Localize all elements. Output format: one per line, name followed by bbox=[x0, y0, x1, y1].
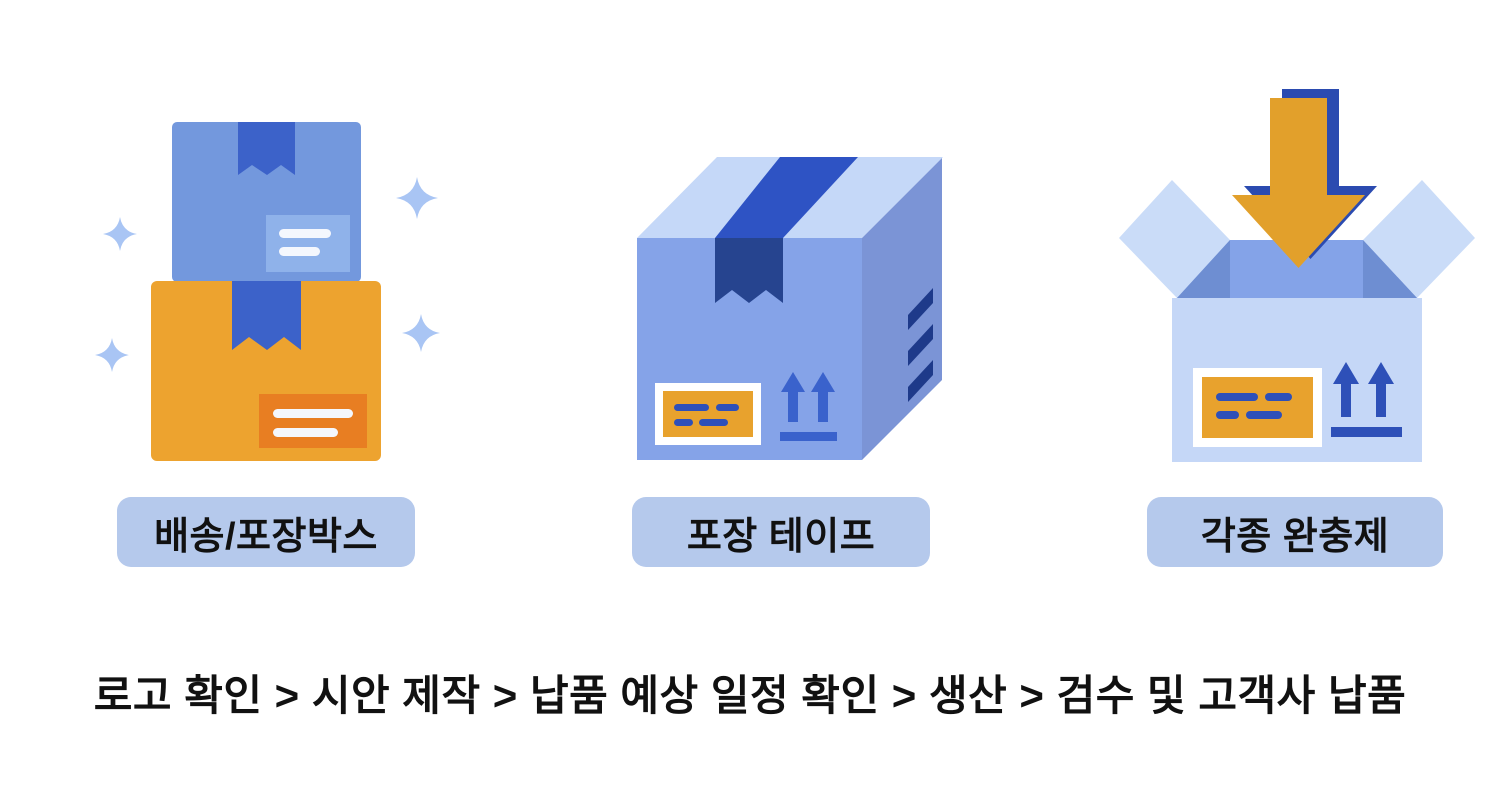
up-arrow-shaft bbox=[1376, 383, 1386, 417]
shipping-label bbox=[259, 394, 367, 448]
up-arrow bbox=[781, 372, 805, 392]
vent-dash bbox=[908, 324, 933, 366]
up-arrow bbox=[1333, 362, 1359, 384]
box-ribbon bbox=[238, 122, 295, 175]
sparkle-icon bbox=[95, 338, 129, 372]
side-vent-marks bbox=[908, 288, 933, 402]
up-arrow bbox=[811, 372, 835, 392]
address-sticker bbox=[1193, 368, 1322, 447]
pill-label: 배송/포장박스 bbox=[154, 515, 378, 558]
tape-front bbox=[715, 238, 783, 303]
left-flap bbox=[1119, 180, 1230, 298]
up-arrow-baseline bbox=[1331, 427, 1402, 437]
shipping-label bbox=[266, 215, 350, 272]
category-pill-packing-tape: 포장 테이프 bbox=[632, 497, 930, 567]
sticker-line bbox=[1265, 393, 1292, 401]
vent-dash bbox=[908, 288, 933, 330]
sticker-line bbox=[699, 419, 728, 426]
process-flow-text: 로고 확인 > 시안 제작 > 납품 예상 일정 확인 > 생산 > 검수 및 … bbox=[93, 672, 1407, 719]
box-inner-left bbox=[1177, 240, 1230, 298]
pill-label: 각종 완충제 bbox=[1200, 515, 1390, 558]
sticker-body bbox=[1202, 377, 1313, 438]
pill-label: 포장 테이프 bbox=[686, 515, 876, 558]
sticker-line bbox=[1216, 411, 1239, 419]
label-line bbox=[279, 247, 320, 256]
up-arrow-baseline bbox=[780, 432, 837, 441]
box-ribbon bbox=[232, 281, 301, 350]
box-inner-back bbox=[1177, 240, 1417, 298]
stacked-boxes-icon bbox=[95, 122, 440, 461]
arrow-body bbox=[1232, 98, 1365, 268]
sticker-body bbox=[663, 391, 753, 437]
sticker-line bbox=[674, 419, 693, 426]
bottom-orange-box bbox=[151, 281, 381, 461]
sparkle-icon bbox=[103, 217, 137, 251]
drop-in-arrow-icon bbox=[1232, 89, 1377, 268]
label-line bbox=[273, 409, 353, 418]
this-way-up-icon bbox=[1331, 362, 1402, 437]
sticker-line bbox=[1246, 411, 1282, 419]
category-pill-cushioning: 각종 완충제 bbox=[1147, 497, 1443, 567]
up-arrow bbox=[1368, 362, 1394, 384]
label-line bbox=[279, 229, 331, 238]
up-arrow-shaft bbox=[788, 391, 798, 422]
top-blue-box bbox=[172, 122, 361, 282]
sparkle-icon bbox=[396, 177, 438, 219]
this-way-up-icon bbox=[780, 372, 837, 441]
vent-dash bbox=[908, 360, 933, 402]
up-arrow-shaft bbox=[818, 391, 828, 422]
sticker-line bbox=[674, 404, 709, 411]
sparkles bbox=[95, 177, 440, 372]
box-inner-right bbox=[1363, 240, 1417, 298]
right-flap bbox=[1363, 180, 1475, 298]
up-arrow-shaft bbox=[1341, 383, 1351, 417]
sparkle-icon bbox=[402, 314, 440, 352]
category-pill-shipping-boxes: 배송/포장박스 bbox=[117, 497, 415, 567]
taped-box-icon bbox=[637, 157, 943, 460]
sticker-line bbox=[716, 404, 739, 411]
label-line bbox=[273, 428, 338, 437]
address-sticker bbox=[655, 383, 761, 445]
open-box-arrow-icon bbox=[1119, 89, 1475, 462]
sticker-line bbox=[1216, 393, 1258, 401]
tape-top bbox=[715, 157, 858, 238]
